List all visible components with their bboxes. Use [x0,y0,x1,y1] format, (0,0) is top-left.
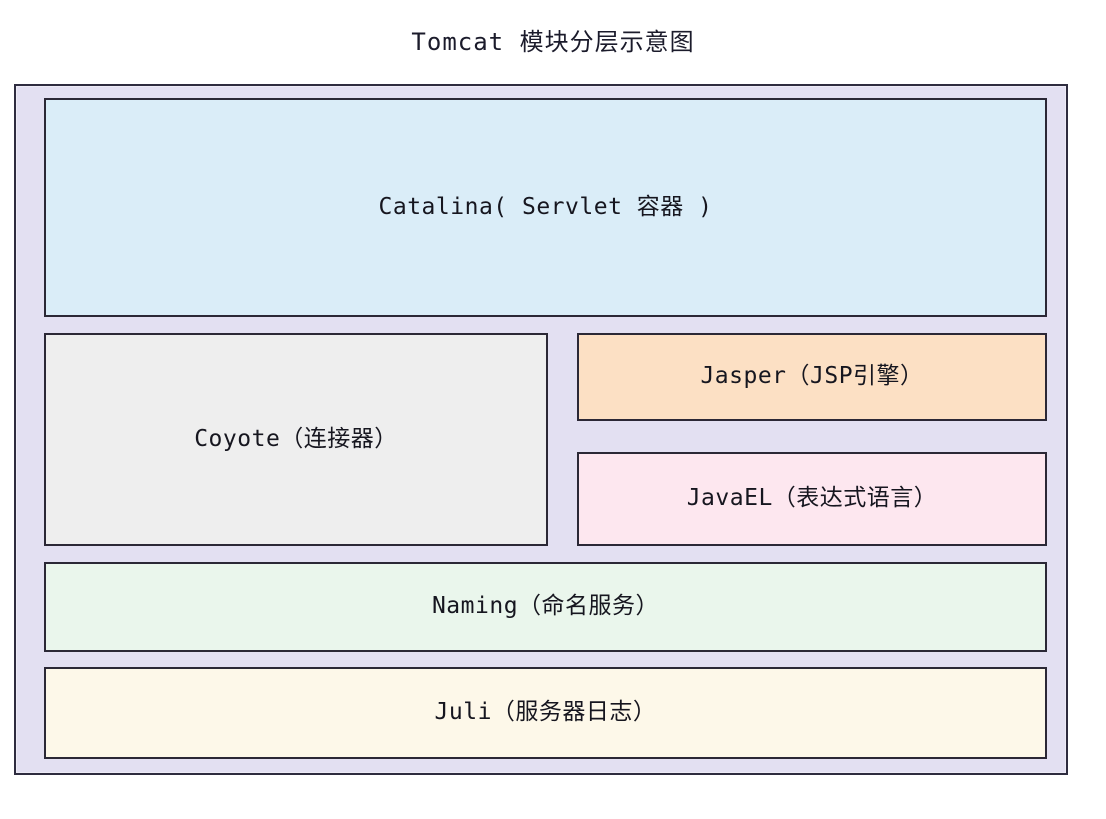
module-label-catalina: Catalina( Servlet 容器 ) [378,193,713,220]
module-label-jasper: Jasper（JSP引擎） [700,363,924,390]
module-box-jasper[interactable]: Jasper（JSP引擎） [577,333,1047,421]
module-box-juli[interactable]: Juli（服务器日志） [44,667,1047,759]
module-label-juli: Juli（服务器日志） [434,699,657,726]
module-box-catalina[interactable]: Catalina( Servlet 容器 ) [44,98,1047,317]
module-box-javael[interactable]: JavaEL（表达式语言） [577,452,1047,546]
module-box-coyote[interactable]: Coyote（连接器） [44,333,548,546]
module-label-javael: JavaEL（表达式语言） [686,485,938,512]
tomcat-modules-container: Catalina( Servlet 容器 ) Coyote（连接器） Jaspe… [14,84,1068,775]
module-box-naming[interactable]: Naming（命名服务） [44,562,1047,652]
module-label-naming: Naming（命名服务） [431,593,660,620]
module-label-coyote: Coyote（连接器） [194,425,398,452]
page-title: Tomcat 模块分层示意图 [411,28,695,56]
